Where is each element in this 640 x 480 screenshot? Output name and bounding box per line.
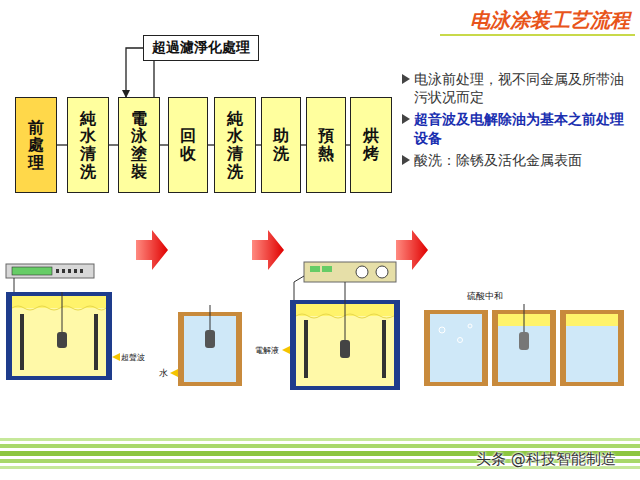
title: 电泳涂装工艺流程 (470, 7, 630, 34)
vertical-label: 電泳塗裝 (131, 110, 147, 180)
process-box: 回收 (168, 97, 208, 193)
water-tank (170, 305, 242, 386)
process-box: 電泳塗裝 (118, 97, 160, 193)
watermark: 头条 @科技智能制造 (476, 450, 616, 469)
vertical-label: 烘烤 (363, 127, 379, 162)
acid-tanks (424, 304, 624, 386)
bullet-marker (402, 114, 410, 124)
vertical-label: 回收 (180, 127, 196, 162)
liquid-label: 電解液 (255, 345, 279, 356)
bullet-marker (402, 74, 410, 84)
bullet-text: 电泳前处理，视不同金属及所带油污状况而定 (414, 70, 628, 106)
vertical-label: 預熱 (318, 127, 334, 162)
flow-connector (57, 144, 67, 145)
flow-connector (126, 48, 143, 97)
title-rule (440, 34, 635, 36)
bullet-text: 酸洗：除锈及活化金属表面 (414, 151, 628, 169)
flow-connector (109, 144, 118, 145)
ultrasonic-tank (6, 264, 120, 380)
process-box: 純水清洗 (214, 97, 256, 193)
tank-label: 硫酸中和 (467, 290, 503, 303)
filter-box: 超過濾淨化處理 (143, 35, 259, 61)
process-box: 助洗 (261, 97, 301, 193)
electrolytic-tank (282, 262, 400, 390)
bullet-marker (402, 155, 410, 165)
bullet-text: 超音波及电解除油为基本之前处理设备 (414, 110, 628, 146)
process-box: 純水清洗 (67, 97, 109, 193)
process-box: 前處理 (15, 97, 57, 193)
footer-stripes (0, 438, 640, 469)
process-box: 預熱 (306, 97, 346, 193)
liquid-label: 水 (159, 367, 168, 380)
liquid-label: 超聲波 (121, 352, 145, 363)
flow-connector (153, 61, 154, 97)
vertical-label: 助洗 (273, 127, 289, 162)
process-box: 烘烤 (350, 97, 392, 193)
vertical-label: 前處理 (28, 119, 44, 172)
box-label: 超過濾淨化處理 (152, 39, 250, 57)
vertical-label: 純水清洗 (227, 110, 243, 180)
flow-connector (160, 144, 168, 145)
vertical-label: 純水清洗 (80, 110, 96, 180)
